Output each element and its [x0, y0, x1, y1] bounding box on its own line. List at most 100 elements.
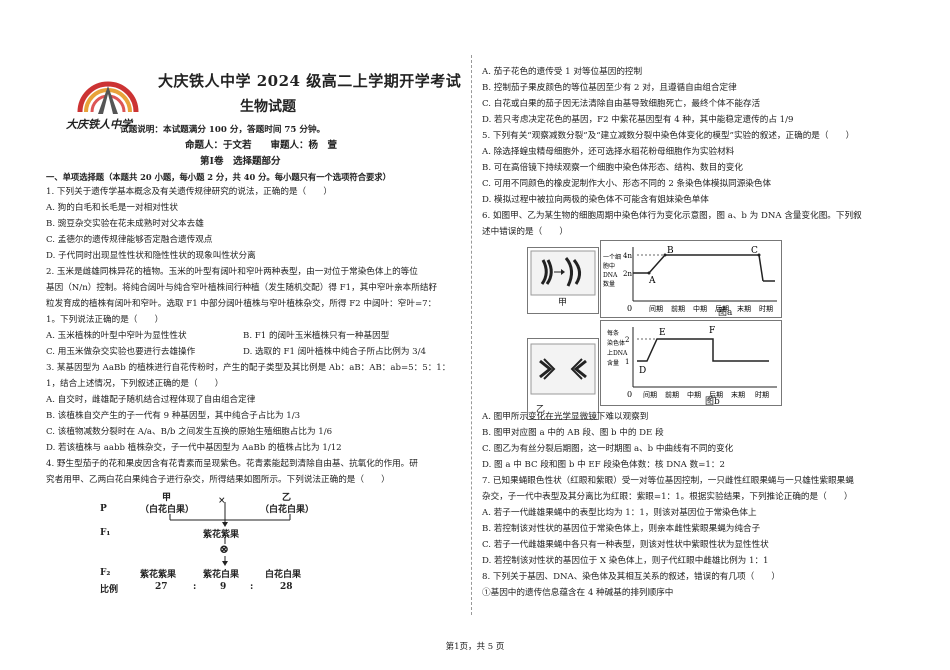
question-line: B. 图甲对应图 a 中的 AB 段、图 b 中的 DE 段: [482, 428, 664, 438]
xtick-a-3: 后期: [715, 304, 729, 313]
chart-a-title: 图a: [718, 308, 733, 318]
question-line: B. 若控制该对性状的基因位于常染色体上，则亲本雌性紫眼果蝇为纯合子: [482, 524, 761, 534]
ylabel-b-3: 上DNA: [607, 349, 628, 357]
figure-label-yi: 乙: [536, 405, 546, 415]
question-line: D. 子代同时出现显性性状和隐性性状的现象叫性状分离: [46, 251, 256, 261]
ratio-colon: :: [250, 582, 254, 592]
xtick-a-4: 末期: [737, 304, 751, 313]
question-line: 8. 下列关于基因、DNA、染色体及其相互关系的叙述，错误的有几项（ ）: [482, 572, 780, 582]
question-line: 基因（N/n）控制。将纯合阔叶与纯合窄叶植株间行种植（发生随机交配）得 F1，其…: [46, 283, 438, 293]
cell-figure-yi: 乙: [527, 338, 599, 420]
question-line: C. 白花或白果的茄子因无法清除自由基导致细胞死亡，最终个体不能存活: [482, 99, 761, 109]
xtick-a-1: 前期: [671, 304, 685, 313]
ratio-c: 28: [280, 582, 293, 592]
f2-phenotype-a: 紫花紫果: [140, 570, 177, 580]
self-cross-symbol: ⊗: [219, 542, 230, 556]
point-B: [663, 253, 667, 257]
xtick-b-2: 中期: [687, 390, 701, 399]
logo-text: 大庆铁人中学: [66, 118, 132, 131]
question-line: A. 茄子花色的遗传受 1 对等位基因的控制: [482, 67, 643, 77]
chart-a: A B C 2n 4n 0 间期 前期 中期 后期 末期 时期 一个细 胞中 D…: [600, 240, 782, 318]
question-line: B. 该植株自交产生的子一代有 9 种基因型，其中纯合子占比为 1/3: [46, 411, 301, 421]
question-line: 1。下列说法正确的是（ ）: [46, 315, 164, 325]
series-line: [633, 254, 759, 274]
parent-a-phenotype: （白花白果）: [140, 505, 195, 515]
xtick-a-5: 时期: [759, 304, 773, 313]
genetics-cross-figure: P 甲 （白花白果） × 乙 （白花白果） F₁ 紫花紫果 ⊗ F₂ 紫花紫果 …: [100, 490, 390, 600]
point-C: [757, 253, 761, 257]
section-heading: 第Ⅰ卷 选择题部分: [200, 156, 281, 167]
question-line: C. 图乙为有丝分裂后期图，这一时期图 a、b 中曲线有不同的变化: [482, 444, 734, 454]
ytick-1: 1: [625, 358, 629, 366]
exam-title: 大庆铁人中学 2024 级高二上学期开学考试: [158, 72, 462, 90]
origin-a: 0: [627, 304, 632, 313]
parent-b-phenotype: （白花白果）: [260, 505, 315, 515]
cross-lines: [169, 502, 291, 566]
question-line: C. 若子一代雌雄果蝇中各只有一种表型，则该对性状中紫眼性状为显性性状: [482, 540, 769, 550]
figure-label-jia: 甲: [558, 298, 568, 308]
section-instruction: 一、单项选择题（本题共 20 小题，每小题 2 分，共 40 分。每小题只有一个…: [46, 172, 391, 182]
label-C: C: [751, 246, 758, 256]
xtick-b-3: 后期: [709, 390, 723, 399]
question-line: 4. 野生型茄子的花和果皮因含有花青素而呈现紫色。花青素能起到清除自由基、抗氧化…: [46, 459, 418, 469]
label-D: D: [639, 366, 646, 376]
ratio-label: 比例: [100, 585, 119, 595]
f2-phenotype-c: 白花白果: [265, 570, 302, 580]
xtick-b-5: 时期: [755, 390, 769, 399]
option-b: B. F1 的阔叶玉米植株只有一种基因型: [243, 331, 390, 341]
question-line: 6. 如图甲、乙为某生物的细胞周期中染色体行为变化示意图，图 a、b 为 DNA…: [482, 211, 862, 221]
school-logo: 大庆铁人中学: [66, 72, 144, 142]
origin-b: 0: [627, 390, 632, 399]
ylabel-b-4: 含量: [607, 359, 619, 367]
question-line: 1，结合上述情况，下列叙述正确的是（ ）: [46, 379, 224, 389]
question-line: 述中错误的是（ ）: [482, 227, 568, 237]
question-line: D. 图 a 中 BC 段和图 b 中 EF 段染色体数：核 DNA 数=1：2: [482, 460, 725, 470]
f2-phenotype-b: 紫花白果: [203, 570, 240, 580]
question-line: 1. 下列关于遗传学基本概念及有关遗传规律研究的说法，正确的是（ ）: [46, 187, 332, 197]
parent-b: 乙: [282, 493, 292, 503]
parent-a: 甲: [162, 493, 172, 503]
cross-symbol: ×: [218, 496, 226, 506]
question-line: A. 狗的白毛和长毛是一对相对性状: [46, 203, 178, 213]
question-line: A. 自交时，雌雄配子随机结合过程体现了自由组合定律: [46, 395, 256, 405]
authors: 命题人：于文若 审题人：杨 萱: [185, 140, 338, 151]
column-divider: [471, 55, 472, 615]
question-line: 究者用甲、乙两白花白果纯合子进行杂交，所得结果如图所示。下列说法正确的是（ ）: [46, 475, 390, 485]
ratio-colon: :: [193, 582, 197, 592]
ytick-2: 2: [625, 336, 629, 344]
question-line: B. 可在高倍镜下持续观察一个细胞中染色体形态、结构、数目的变化: [482, 163, 743, 173]
subject-title: 生物试题: [240, 99, 296, 115]
question-line: B. 控制茄子果皮颜色的等位基因至少有 2 对，且遵循自由组合定律: [482, 83, 737, 93]
series-drop: [758, 254, 764, 282]
question-line: 7. 已知果蝇眼色性状（红眼和紫眼）受一对等位基因控制，一只雌性红眼果蝇与一只雄…: [482, 476, 854, 486]
ylabel-b-2: 染色体: [607, 339, 625, 347]
option-d: D. 选取的 F1 阔叶植株中纯合子所占比例为 3/4: [243, 347, 427, 357]
question-line: 2. 玉米是雌雄同株异花的植物。玉米的叶型有阔叶和窄叶两种表型，由一对位于常染色…: [46, 267, 418, 277]
question-line: C. 可用不同颜色的橡皮泥制作大小、形态不同的 2 条染色体模拟同源染色体: [482, 179, 772, 189]
question-line: D. 若只考虑决定花色的基因，F2 中紫花基因型有 4 种，其中能稳定遗传的占 …: [482, 115, 794, 125]
chart-a-plot: A B C 2n 4n 0 间期 前期 中期 后期 末期 时期 一个细 胞中 D…: [603, 246, 777, 313]
question-line: D. 若控制该对性状的基因位于 X 染色体上，则子代红眼中雌雄比例为 1：1: [482, 556, 769, 566]
question-line: C. 孟德尔的遗传规律能够否定融合遗传观点: [46, 235, 213, 245]
question-line: D. 若该植株与 aabb 植株杂交，子一代中基因型为 AaBb 的植株占比为 …: [46, 443, 342, 453]
question-line: 杂交，子一代中表型及其分离比为红眼：紫眼=1：1。根据实验结果，下列推论正确的是…: [482, 492, 853, 502]
question-line: A. 除选择蝗虫精母细胞外，还可选择水稻花粉母细胞作为实验材料: [482, 147, 735, 157]
ylabel-b: 每条: [607, 329, 619, 337]
point-A: [647, 271, 651, 275]
chromosome-drawing: [530, 250, 596, 296]
question-line: A. 若子一代雌雄果蝇中的表型比均为 1：1，则该对基因位于常染色体上: [482, 508, 757, 518]
ratio-b: 9: [220, 582, 227, 592]
question-line: 3. 某基因型为 AaBb 的植株进行自花传粉时，产生的配子类型及其比例是 Ab…: [46, 363, 451, 373]
label-A: A: [648, 276, 656, 286]
exam-note: 试题说明：本试题满分 100 分，答题时间 75 分钟。: [120, 125, 326, 135]
label-E: E: [659, 328, 666, 338]
ytick-2n: 2n: [623, 270, 632, 278]
chart-b: D E F 1 2 0 间期 前期 中期 后期 末期 时期 每条 染色体 上DN…: [600, 320, 782, 406]
p-label: P: [100, 504, 107, 514]
question-line: ①基因中的遗传信息蕴含在 4 种碱基的排列顺序中: [482, 588, 674, 598]
xtick-b-4: 末期: [731, 390, 745, 399]
ylabel-a-3: DNA: [603, 272, 618, 279]
question-line: C. 该植物减数分裂时在 A/a、B/b 之间发生互换的原始生殖细胞占比为 1/…: [46, 427, 333, 437]
xtick-a-2: 中期: [693, 304, 707, 313]
label-B: B: [667, 246, 674, 256]
